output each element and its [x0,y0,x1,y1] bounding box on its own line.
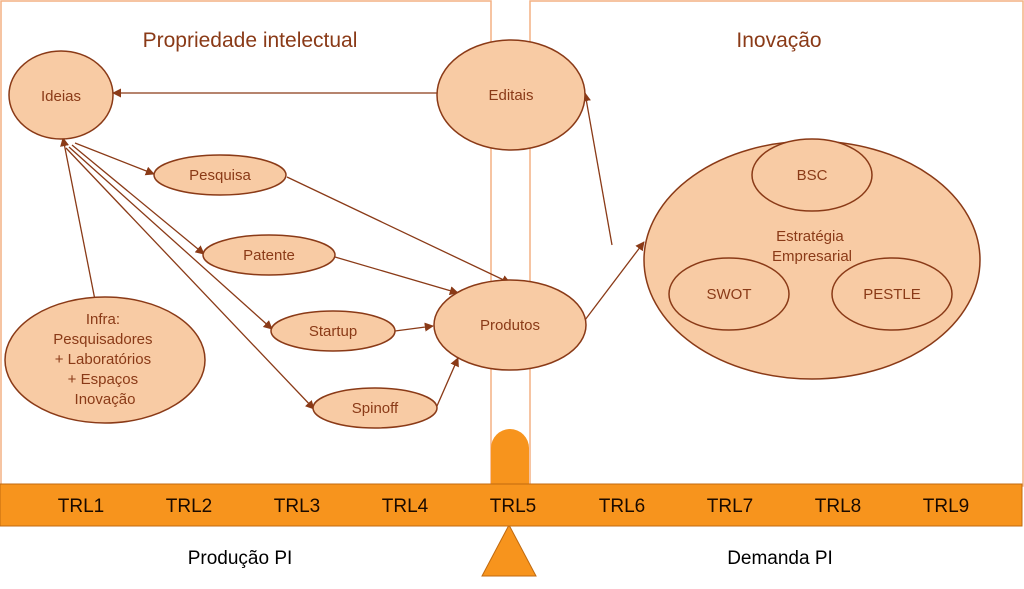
arrow-ideias-startup [68,146,273,330]
label-estrategia: Estratégia Empresarial [772,228,852,265]
node-produtos [433,279,587,371]
trl-label-2: TRL2 [166,496,212,517]
node-startup [270,310,396,352]
arrow-spinoff-produtos [436,357,459,407]
label-infra: Infra: Pesquisadores + Laboratórios + Es… [53,311,156,408]
arrow-ideias-spinoff [65,147,315,410]
fulcrum-dome [491,429,529,484]
arrow-pesquisa-produtos [286,176,511,284]
trl-label-1: TRL1 [58,496,104,517]
right-panel-title: Inovação [736,29,821,52]
trl-label-9: TRL9 [923,496,969,517]
node-pestle [831,257,953,331]
label-producao-pi: Produção PI [188,548,293,569]
arrow-ideias-pesquisa [74,142,155,176]
label-infra-line-4: + Espaços [68,371,138,388]
node-editais [436,39,586,151]
trl-label-7: TRL7 [707,496,753,517]
node-infra [4,296,206,424]
node-patente [202,234,336,276]
label-bsc: BSC [797,167,828,184]
trl-label-5: TRL5 [490,496,536,517]
fulcrum-triangle [481,523,537,577]
label-editais: Editais [488,87,533,104]
trl-label-4: TRL4 [382,496,429,517]
arrow-infra-ideias [60,137,96,301]
label-estrategia-line-2: Empresarial [772,248,852,265]
trl-bar [0,483,1023,527]
nodes [4,39,981,429]
label-startup: Startup [309,323,357,340]
left-panel-title: Propriedade intelectual [143,29,358,52]
node-swot [668,257,790,331]
node-ideias [8,50,114,140]
label-pestle: PESTLE [863,286,921,303]
label-infra-line-1: Infra: [86,311,120,328]
arrow-startup-produtos [394,322,434,332]
label-produtos: Produtos [480,317,540,334]
label-infra-line-5: Inovação [75,391,136,408]
label-estrategia-line-1: Estratégia [776,228,844,245]
node-spinoff [312,387,438,429]
node-pesquisa [153,154,287,196]
label-demanda-pi: Demanda PI [727,548,833,569]
trl-label-6: TRL6 [599,496,645,517]
label-spinoff: Spinoff [352,400,399,417]
trl-label-8: TRL8 [815,496,861,517]
trl-labels: TRL1 TRL2 TRL3 TRL4 TRL5 TRL6 TRL7 TRL8 … [58,496,969,517]
arrow-patente-produtos [334,256,459,296]
arrow-ideias-patente [71,144,205,255]
label-infra-line-2: Pesquisadores [53,331,152,348]
label-pesquisa: Pesquisa [189,167,251,184]
label-ideias: Ideias [41,88,81,105]
label-patente: Patente [243,247,295,264]
label-swot: SWOT [707,286,752,303]
connectors [60,88,895,410]
trl-label-3: TRL3 [274,496,320,517]
arrow-produtos-editais [581,92,613,246]
node-bsc [751,138,873,212]
arrow-produtos-estrategia [584,241,645,321]
label-infra-line-3: + Laboratórios [55,351,151,368]
